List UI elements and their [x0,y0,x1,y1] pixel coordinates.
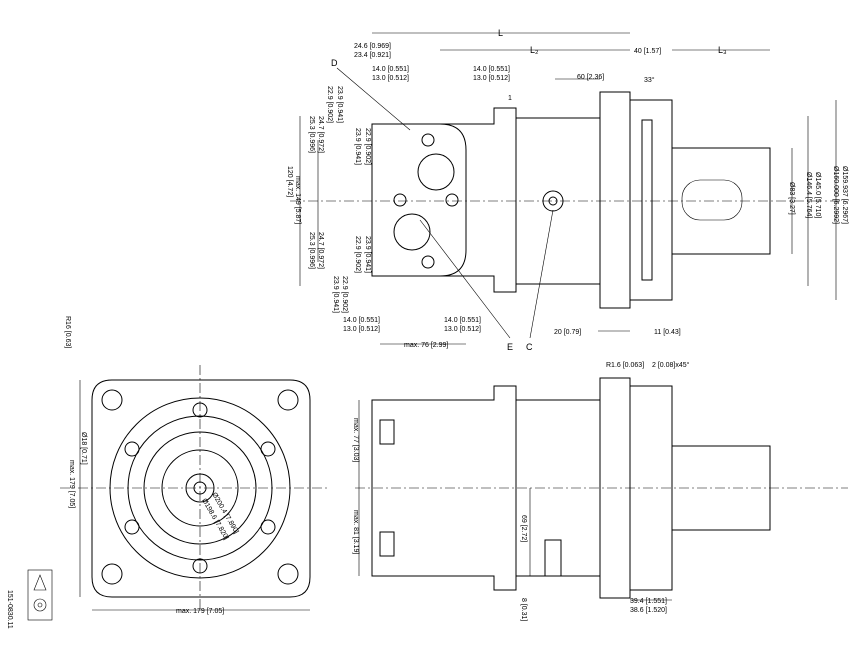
dim-23-9-b: 23.9 [0.941] [354,128,361,165]
dim-side-39-4: 39.4 [1.551] [630,598,667,605]
dim-13-bot-b: 13.0 [0.512] [444,326,481,333]
dim-20: 20 [0.79] [554,329,581,336]
dim-side-8: 8 [0.31] [520,598,527,621]
dim-14-top-a: 14.0 [0.551] [372,66,409,73]
dim-23-9-a: 23.9 [0.941] [336,86,343,123]
dim-max149: max. 149 [5.87] [294,176,301,224]
port-a-circle [417,153,455,191]
side-view: R1.6 [0.063] 2 [0.08]x45° max. 77 [3.03]… [352,361,848,621]
dim-24-7-b: 24.7 [0.972] [317,232,324,269]
dim-front-max179-h: max. 179 [7.05] [176,608,224,615]
dim-25-3-b: 25.3 [0.996] [308,232,315,269]
projection-symbol [27,569,53,621]
dim-22-9-d: 22.9 [0.902] [341,276,348,313]
dim-L3: L₃ [718,45,727,55]
bolt-circle [109,397,291,579]
dim-dia159: Ø159.937 [6.2967] [841,166,848,224]
dim-13-bot-a: 13.0 [0.512] [343,326,380,333]
dim-13-top-a: 13.0 [0.512] [372,75,409,82]
dim-22-9-c: 22.9 [0.902] [354,236,361,273]
dim-13-top-b: 13.0 [0.512] [473,75,510,82]
dim-max76: max. 76 [2.99] [404,342,448,349]
dim-L: L [498,28,503,38]
label-D: D [331,58,338,68]
motor-body-side [371,377,673,599]
dim-24-7-a: 24.7 [0.972] [317,116,324,153]
dim-14-bot-a: 14.0 [0.551] [343,317,380,324]
dim-front-max179-v: max. 179 [7.05] [68,460,75,508]
dim-24-6: 24.6 [0.969] [354,43,391,50]
front-view: max. 179 [7.05] max. 179 [7.05] Ø18 [0.7… [60,316,330,615]
drain-fitting [544,539,562,577]
dim-dia146: Ø146.4 [5.764] [805,172,812,218]
dim-side-max77: max. 77 [3.03] [352,418,359,462]
dim-14-top-b: 14.0 [0.551] [473,66,510,73]
drawing-code: 151-0830.11 [6,590,13,629]
dim-side-38-6: 38.6 [1.520] [630,607,667,614]
label-C: C [526,342,533,352]
dim-23-9-d: 23.9 [0.941] [332,276,339,313]
dim-40: 40 [1.57] [634,48,661,55]
dim-side-r1-6: R1.6 [0.063] [606,362,644,369]
dim-front-r16: R16 [0.63] [64,316,71,348]
dim-side-max81: max. 81 [3.19] [352,510,359,554]
label-E: E [507,342,513,352]
dim-side-chamfer: 2 [0.08]x45° [652,361,690,369]
dim-22-9-b: 22.9 [0.902] [364,128,371,165]
dim-33deg: 33° [644,76,655,84]
dim-22-9-a: 22.9 [0.902] [326,86,333,123]
dim-120: 120 [4.72] [286,166,293,197]
dim-25-3-a: 25.3 [0.996] [308,116,315,153]
shaft-top [671,147,771,255]
dim-front-dia18: Ø18 [0.71] [80,432,87,465]
port-b-circle [393,213,431,251]
motor-body-top [371,91,673,309]
dim-14-bot-b: 14.0 [0.551] [444,317,481,324]
dim-L2: L₂ [530,45,539,55]
dim-23-4: 23.4 [0.921] [354,52,391,59]
dim-side-69: 69 [2.72] [520,515,527,542]
dim-11: 11 [0.43] [654,329,681,336]
top-view: L L₂ L₃ 40 [1.57] 24.6 [0.969] 23.4 [0.9… [286,28,848,352]
dim-dia160: Ø160.000 [6.2992] [832,166,839,224]
dim-23-9-c: 23.9 [0.941] [364,236,371,273]
shaft-side [671,445,771,531]
dim-dia145: Ø145.0 [5.710] [814,172,821,218]
front-flange [91,379,311,598]
dim-dia83: Ø83 [3.27] [788,182,795,215]
dim-60: 60 [2.36] [577,74,604,81]
port-block [372,123,467,277]
dim-1: 1 [508,95,512,102]
